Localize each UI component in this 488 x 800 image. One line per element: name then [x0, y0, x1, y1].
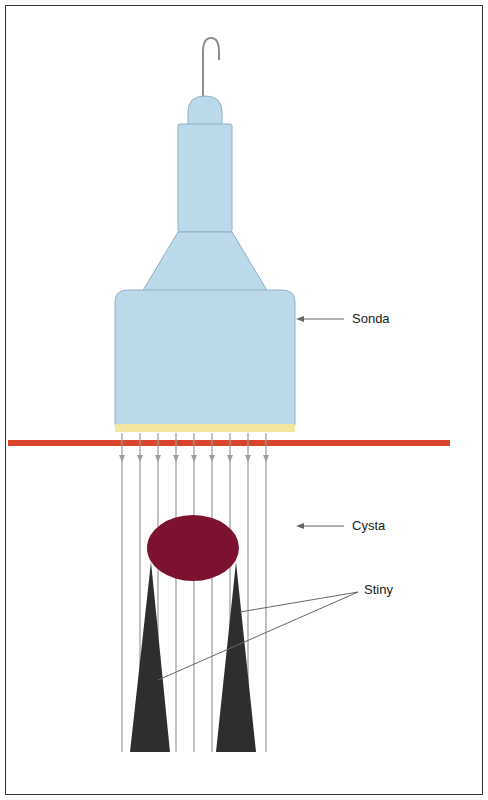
beam-line: [121, 433, 122, 752]
probe-cable: [203, 38, 219, 98]
beam-arrow: [209, 455, 215, 462]
leader-lines: [158, 316, 358, 680]
part-label: Cysta: [350, 518, 387, 534]
beam-arrow: [227, 455, 233, 462]
probe: [115, 96, 295, 425]
beam-arrow: [119, 455, 125, 462]
beam-arrow: [245, 455, 251, 462]
beam-arrow: [137, 455, 143, 462]
beam-arrow: [155, 455, 161, 462]
probe-face: [115, 424, 295, 432]
cyst: [147, 515, 239, 581]
part-label: Stiny: [362, 582, 395, 598]
ultrasound-beams: [119, 433, 269, 752]
beam-line: [265, 433, 266, 752]
beam-arrow: [191, 455, 197, 462]
acoustic-shadow: [130, 562, 170, 752]
beam-line: [193, 433, 194, 752]
frame: [6, 6, 483, 795]
part-label: Sonda: [350, 311, 392, 327]
acoustic-shadow: [216, 562, 256, 752]
beam-line: [175, 433, 176, 752]
skin-line: [8, 440, 450, 446]
beam-line: [211, 433, 212, 752]
beam-arrow: [173, 455, 179, 462]
beam-arrow: [263, 455, 269, 462]
